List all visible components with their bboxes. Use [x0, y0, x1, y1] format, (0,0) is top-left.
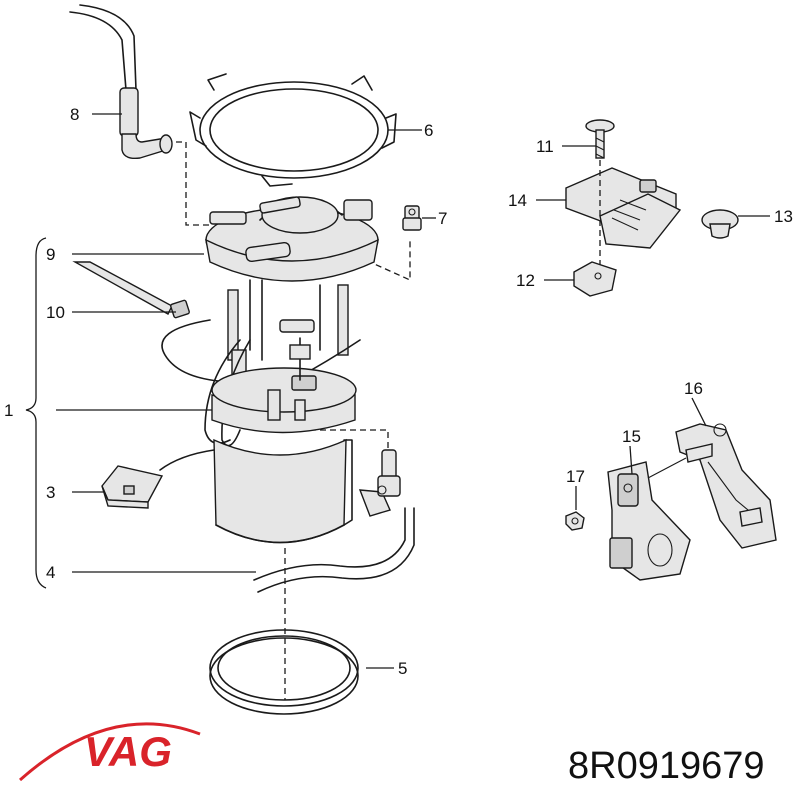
callout-4: 4	[46, 563, 55, 582]
callout-16: 16	[684, 379, 703, 398]
callout-17: 17	[566, 467, 585, 486]
callout-7: 7	[438, 209, 447, 228]
vag-logo: VAG	[19, 722, 201, 782]
leader-lines	[56, 113, 770, 669]
callout-5: 5	[398, 659, 407, 678]
level-sensor-assembly-parts-15-17	[565, 423, 777, 581]
bracket-assembly-parts-11-14	[565, 119, 739, 297]
seal-ring-part-6	[189, 73, 397, 187]
callout-1: 1	[4, 401, 13, 420]
callout-11: 11	[536, 137, 554, 156]
callout-12: 12	[516, 271, 535, 290]
callout-13: 13	[774, 207, 793, 226]
seal-ring-part-5	[209, 629, 359, 715]
callout-6: 6	[424, 121, 433, 140]
cable-tie-part-10	[72, 261, 190, 319]
fuel-hose-part-8	[69, 4, 173, 160]
brand-text: VAG	[84, 728, 172, 775]
fuel-outlet-fitting	[377, 449, 401, 497]
callout-8: 8	[70, 105, 79, 124]
part-number: 8R0919679	[568, 745, 765, 787]
vent-valve-part-7	[402, 205, 422, 231]
electrical-connector-part-3	[101, 449, 215, 509]
callout-3: 3	[46, 483, 55, 502]
fuel-pump-module-part-1	[161, 196, 415, 593]
callout-9: 9	[46, 245, 55, 264]
group-bracket-part-1	[25, 237, 47, 589]
callout-10: 10	[46, 303, 65, 322]
callout-15: 15	[622, 427, 641, 446]
callout-14: 14	[508, 191, 527, 210]
assembly-line-hose	[176, 141, 210, 226]
